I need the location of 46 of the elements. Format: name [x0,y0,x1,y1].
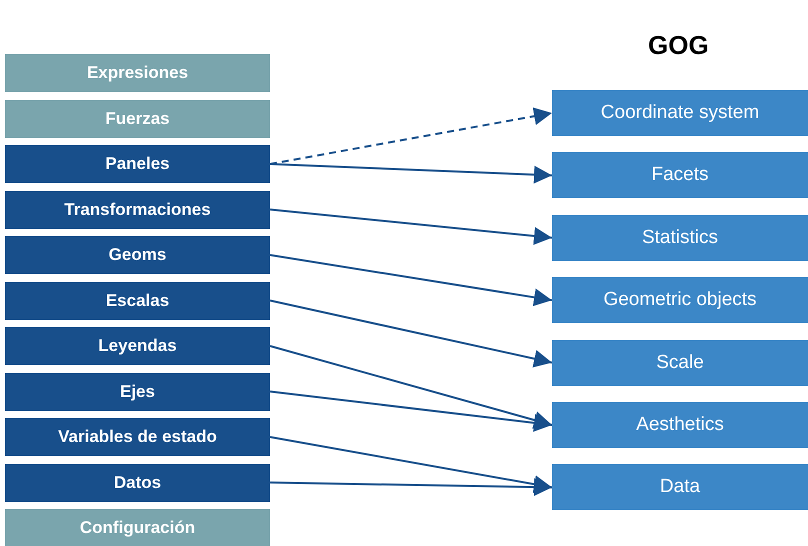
box-label: Variables de estado [58,427,217,447]
process-box [552,90,808,136]
box-label: Facets [651,164,709,186]
process-box [552,402,808,448]
process-box [5,282,270,320]
box-label: Geometric objects [603,289,757,312]
process-box [5,190,270,228]
process-box [5,509,270,546]
box-label: Transformaciones [64,200,211,220]
column-heading: GOG [648,30,709,61]
box-label: Ejes [120,382,155,402]
process-box [552,152,808,198]
box-label: Paneles [105,154,170,174]
process-box [5,327,270,365]
process-box [5,100,270,138]
arrow [270,254,552,306]
box-label: Fuerzas [105,108,170,128]
arrow [270,345,552,429]
process-box [552,214,808,261]
process-box [5,54,270,92]
process-box [5,145,270,183]
box-label: Datos [114,472,162,492]
box-label: Scale [656,352,704,374]
box-label: Geoms [108,245,166,265]
box-label: Statistics [642,226,718,249]
arrow [270,163,552,184]
box-label: Escalas [106,290,170,310]
arrow [270,436,552,494]
process-box [5,236,270,274]
arrow [270,107,552,165]
box-label: Configuración [80,518,196,538]
arrow [270,300,552,368]
process-box [552,464,808,510]
arrow [270,208,552,245]
box-label: Leyendas [98,336,177,356]
arrow [270,390,552,432]
process-box [552,277,808,324]
box-label: Coordinate system [600,102,760,124]
box-label: Aesthetics [636,414,724,436]
box-label: Data [660,476,700,498]
arrow [270,478,552,496]
process-box [552,340,808,386]
process-box [5,464,270,502]
process-box [5,372,270,410]
box-label: Expresiones [86,63,188,83]
process-box [5,418,270,456]
